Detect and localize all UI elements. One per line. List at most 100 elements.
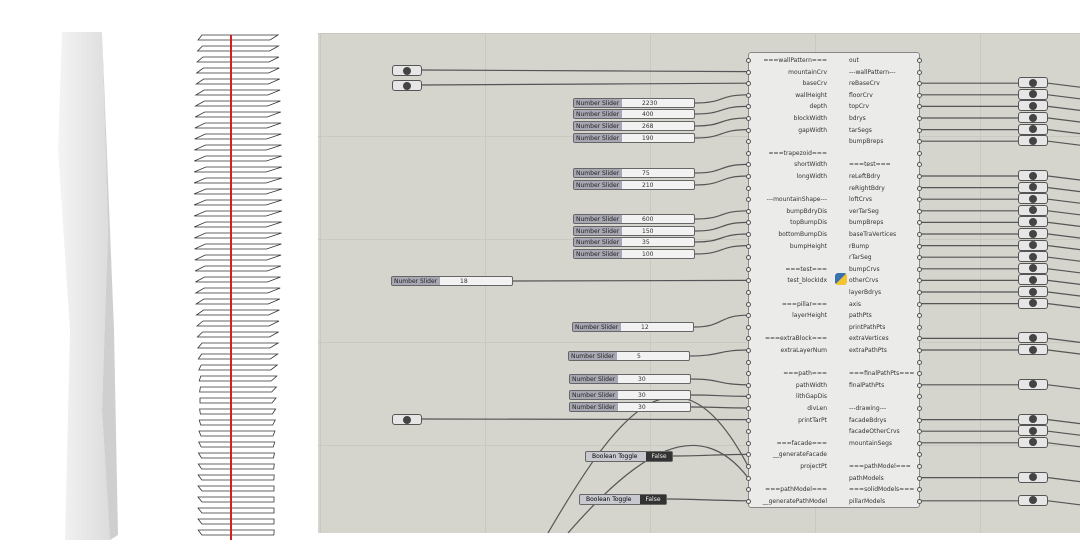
input-grip[interactable] (746, 336, 751, 342)
output-param[interactable] (1018, 471, 1048, 483)
slider-value[interactable]: 100 (642, 251, 654, 258)
output-grip[interactable] (917, 92, 922, 98)
output-grip[interactable] (917, 498, 922, 504)
point-param[interactable] (392, 414, 422, 425)
toggle-value[interactable]: False (646, 452, 672, 461)
input-grip[interactable] (746, 58, 751, 63)
output-param[interactable] (1018, 344, 1048, 355)
output-param[interactable] (1018, 170, 1048, 181)
output-grip[interactable] (917, 220, 922, 226)
output-grip[interactable] (917, 475, 922, 481)
output-grip[interactable] (917, 359, 922, 365)
output-param[interactable] (1018, 204, 1048, 216)
output-grip[interactable] (917, 116, 922, 121)
input-grip[interactable] (746, 290, 751, 295)
output-param[interactable] (1018, 274, 1048, 286)
slider-value[interactable]: 30 (638, 376, 646, 383)
input-grip[interactable] (746, 266, 751, 272)
output-grip[interactable] (917, 150, 922, 156)
slider-value[interactable]: 30 (638, 404, 646, 411)
input-grip[interactable] (746, 139, 751, 145)
output-param[interactable] (1018, 228, 1048, 239)
output-grip[interactable] (917, 336, 922, 342)
output-grip[interactable] (917, 406, 922, 411)
input-grip[interactable] (746, 208, 751, 214)
output-grip[interactable] (917, 371, 922, 377)
input-grip[interactable] (746, 69, 751, 75)
output-param[interactable] (1018, 239, 1048, 251)
input-grip[interactable] (746, 220, 751, 226)
output-grip[interactable] (917, 208, 922, 214)
input-grip[interactable] (746, 232, 751, 237)
input-grip[interactable] (746, 464, 751, 469)
output-grip[interactable] (917, 127, 922, 133)
output-param[interactable] (1018, 112, 1048, 123)
input-grip[interactable] (746, 371, 751, 377)
output-grip[interactable] (917, 301, 922, 307)
output-grip[interactable] (917, 232, 922, 237)
output-param[interactable] (1018, 77, 1048, 89)
input-grip[interactable] (746, 81, 751, 87)
curve-param-2[interactable] (392, 80, 422, 91)
toggle-value[interactable]: False (640, 495, 666, 504)
output-grip[interactable] (917, 185, 922, 191)
input-grip[interactable] (746, 150, 751, 156)
output-param[interactable] (1018, 251, 1048, 263)
input-grip[interactable] (746, 498, 751, 504)
output-grip[interactable] (917, 255, 922, 261)
output-grip[interactable] (917, 429, 922, 435)
input-grip[interactable] (746, 185, 751, 191)
slider-value[interactable]: 2230 (642, 100, 658, 107)
output-grip[interactable] (917, 324, 922, 330)
input-grip[interactable] (746, 429, 751, 435)
output-grip[interactable] (917, 69, 922, 75)
output-grip[interactable] (917, 452, 922, 458)
input-grip[interactable] (746, 406, 751, 411)
input-grip[interactable] (746, 359, 751, 365)
output-grip[interactable] (917, 139, 922, 145)
output-param[interactable] (1018, 494, 1048, 506)
output-param[interactable] (1018, 378, 1048, 390)
output-param[interactable] (1018, 413, 1048, 425)
output-grip[interactable] (917, 313, 922, 319)
input-grip[interactable] (746, 162, 751, 168)
input-grip[interactable] (746, 104, 751, 110)
output-grip[interactable] (917, 162, 922, 168)
output-param[interactable] (1018, 100, 1048, 112)
input-grip[interactable] (746, 278, 751, 284)
input-grip[interactable] (746, 487, 751, 493)
output-grip[interactable] (917, 382, 922, 388)
output-param[interactable] (1018, 332, 1048, 344)
output-param[interactable] (1018, 262, 1048, 274)
input-grip[interactable] (746, 116, 751, 121)
output-param[interactable] (1018, 286, 1048, 297)
slider-value[interactable]: 30 (638, 392, 646, 399)
output-grip[interactable] (917, 394, 922, 400)
output-param[interactable] (1018, 436, 1048, 448)
output-param[interactable] (1018, 88, 1048, 100)
input-grip[interactable] (746, 313, 751, 319)
slider-value[interactable]: 5 (637, 353, 641, 360)
input-grip[interactable] (746, 417, 751, 423)
output-grip[interactable] (917, 104, 922, 110)
output-param[interactable] (1018, 193, 1048, 205)
input-grip[interactable] (746, 255, 751, 261)
output-grip[interactable] (917, 81, 922, 87)
output-grip[interactable] (917, 278, 922, 284)
input-grip[interactable] (746, 324, 751, 330)
output-grip[interactable] (917, 243, 922, 249)
output-param[interactable] (1018, 181, 1048, 193)
slider-value[interactable]: 400 (642, 111, 654, 118)
output-grip[interactable] (917, 464, 922, 469)
